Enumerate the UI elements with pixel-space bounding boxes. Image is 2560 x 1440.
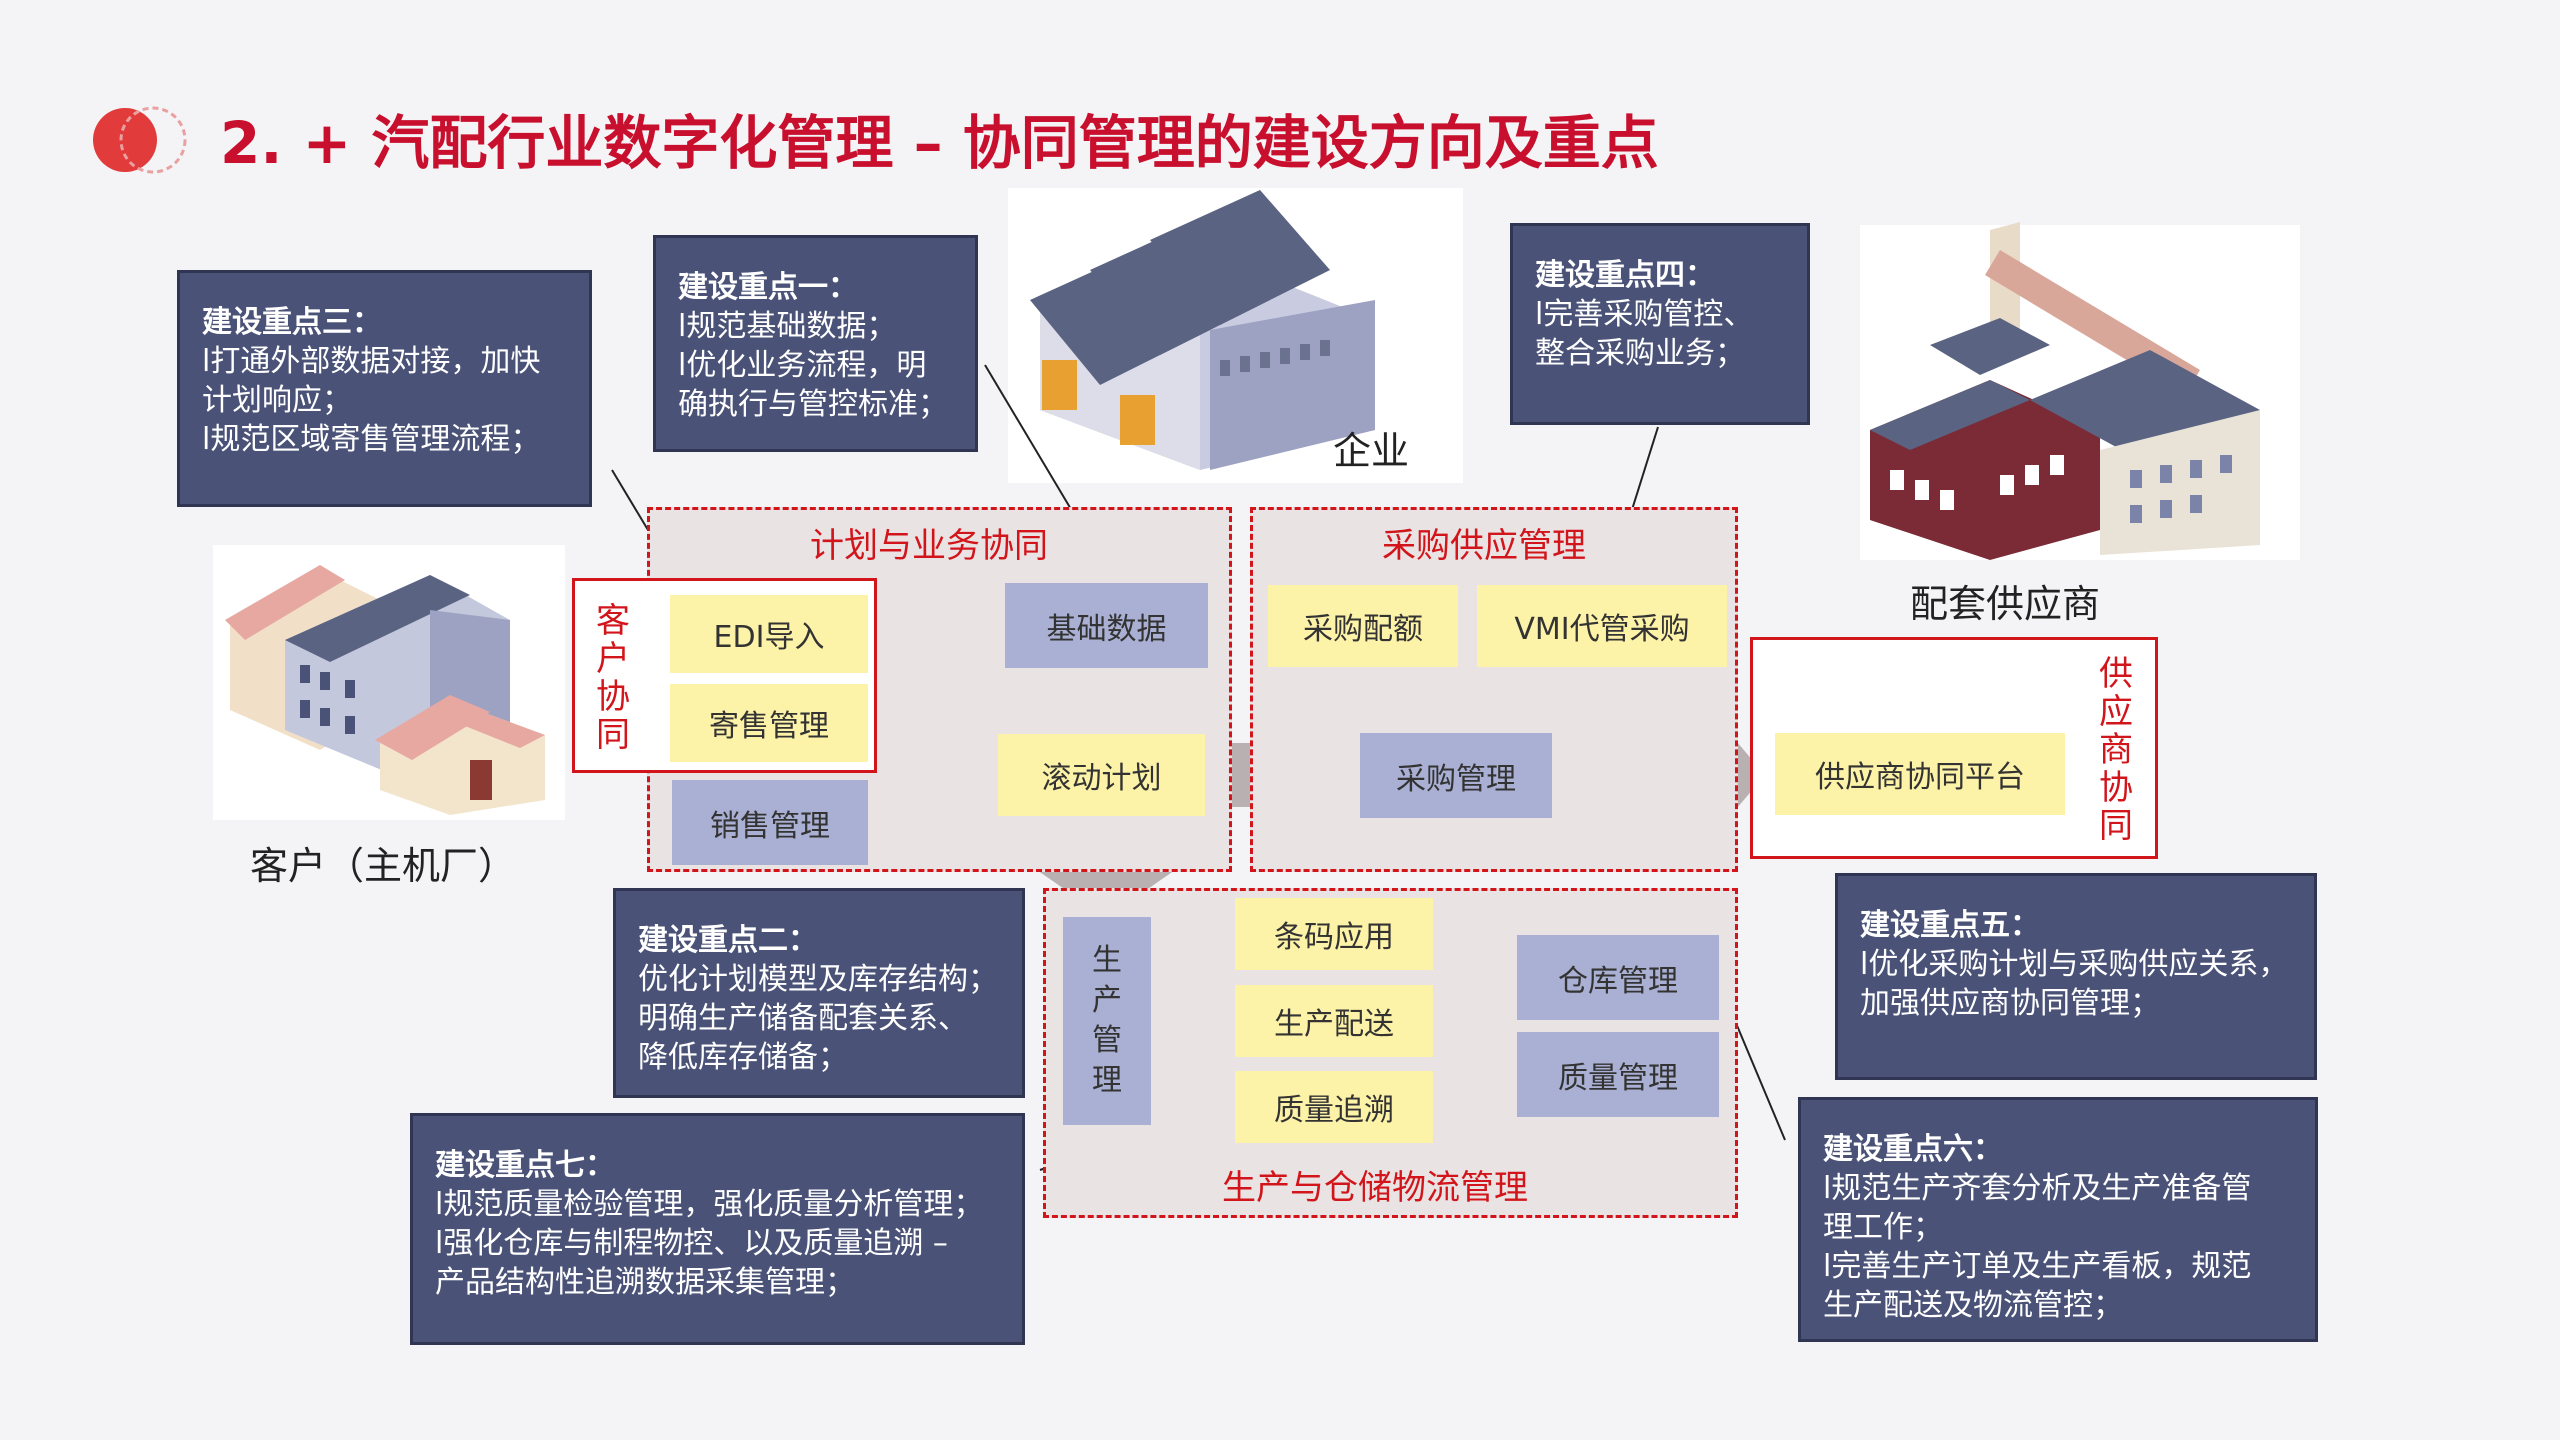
note-6-line: 生产配送及物流管控；	[1823, 1288, 2123, 1323]
note-7-line: l规范质量检验管理，强化质量分析管理；	[435, 1187, 984, 1222]
purchase-mgmt-box: 采购管理	[1360, 733, 1552, 818]
warehouse-mgmt-box: 仓库管理	[1517, 935, 1719, 1020]
quality-mgmt-box: 质量管理	[1517, 1032, 1719, 1117]
enterprise-label: 企业	[1333, 429, 1410, 473]
note-4-line: 整合采购业务；	[1535, 336, 1745, 371]
note-4-line: l完善采购管控、	[1535, 297, 1754, 332]
note-2-heading: 建设重点二：	[638, 923, 818, 958]
note-6-heading: 建设重点六：	[1823, 1132, 2003, 1167]
note-4-heading: 建设重点四：	[1535, 258, 1715, 293]
customer-collab-label: 客户协同	[596, 601, 630, 755]
note-key-point-3: 建设重点三： l打通外部数据对接，加快 计划响应； l规范区域寄售管理流程；	[177, 270, 592, 507]
basic-data-box: 基础数据	[1005, 583, 1208, 668]
note-1-line: 确执行与管控标准；	[678, 387, 948, 422]
note-3-line: 计划响应；	[202, 383, 352, 418]
note-5-line: l优化采购计划与采购供应关系，	[1860, 947, 2289, 982]
quality-trace-box: 质量追溯	[1235, 1071, 1433, 1143]
note-key-point-1: 建设重点一： l规范基础数据； l优化业务流程，明 确执行与管控标准；	[653, 235, 978, 452]
note-5-heading: 建设重点五：	[1860, 908, 2040, 943]
note-key-point-2: 建设重点二： 优化计划模型及库存结构； 明确生产储备配套关系、 降低库存储备；	[613, 888, 1025, 1098]
rolling-plan-box: 滚动计划	[998, 734, 1205, 816]
zone-purchase-label: 采购供应管理	[1382, 526, 1586, 566]
page-title: 2. + 汽配行业数字化管理 – 协同管理的建设方向及重点	[220, 109, 1659, 177]
production-mgmt-label: 生产管理	[1092, 943, 1122, 1098]
barcode-box: 条码应用	[1235, 898, 1433, 970]
note-7-line: l强化仓库与制程物控、以及质量追溯 –	[435, 1226, 948, 1261]
note-6-line: l规范生产齐套分析及生产准备管	[1823, 1171, 2252, 1206]
zone-plan-label: 计划与业务协同	[810, 526, 1048, 566]
supplier-platform-box: 供应商协同平台	[1775, 733, 2065, 815]
customer-factory-building	[213, 545, 565, 820]
red-dots-logo	[93, 106, 187, 174]
note-2-line: 优化计划模型及库存结构；	[638, 962, 998, 997]
note-5-line: 加强供应商协同管理；	[1860, 986, 2160, 1021]
enterprise-factory-building	[1008, 188, 1463, 483]
supplier-factory-building	[1860, 222, 2300, 560]
zone-production-label: 生产与仓储物流管理	[1222, 1168, 1528, 1208]
note-key-point-5: 建设重点五： l优化采购计划与采购供应关系， 加强供应商协同管理；	[1835, 873, 2317, 1080]
note-3-line: l规范区域寄售管理流程；	[202, 422, 541, 457]
note-key-point-6: 建设重点六： l规范生产齐套分析及生产准备管 理工作； l完善生产订单及生产看板…	[1798, 1097, 2318, 1342]
note-1-line: l规范基础数据；	[678, 309, 897, 344]
edi-import-box: EDI导入	[670, 595, 868, 673]
note-7-heading: 建设重点七：	[435, 1148, 615, 1183]
note-6-line: l完善生产订单及生产看板，规范	[1823, 1249, 2252, 1284]
note-6-line: 理工作；	[1823, 1210, 1943, 1245]
note-key-point-4: 建设重点四： l完善采购管控、 整合采购业务；	[1510, 223, 1810, 425]
sales-mgmt-box: 销售管理	[672, 780, 868, 865]
production-delivery-box: 生产配送	[1235, 985, 1433, 1057]
note-3-line: l打通外部数据对接，加快	[202, 344, 541, 379]
supplier-label: 配套供应商	[1910, 582, 2101, 626]
note-1-heading: 建设重点一：	[678, 270, 858, 305]
note-2-line: 明确生产储备配套关系、	[638, 1001, 968, 1036]
vmi-purchase-box: VMI代管采购	[1477, 585, 1727, 667]
production-mgmt-box: 生产管理	[1063, 917, 1151, 1125]
purchase-quota-box: 采购配额	[1268, 585, 1458, 667]
note-1-line: l优化业务流程，明	[678, 348, 927, 383]
note-3-heading: 建设重点三：	[202, 305, 382, 340]
supplier-collab-label: 供应商协同	[2099, 654, 2133, 846]
customer-label: 客户（主机厂）	[250, 844, 517, 888]
note-key-point-7: 建设重点七： l规范质量检验管理，强化质量分析管理； l强化仓库与制程物控、以及…	[410, 1113, 1025, 1345]
consignment-box: 寄售管理	[670, 684, 868, 762]
note-7-line: 产品结构性追溯数据采集管理；	[435, 1265, 855, 1300]
note-2-line: 降低库存储备；	[638, 1040, 848, 1075]
